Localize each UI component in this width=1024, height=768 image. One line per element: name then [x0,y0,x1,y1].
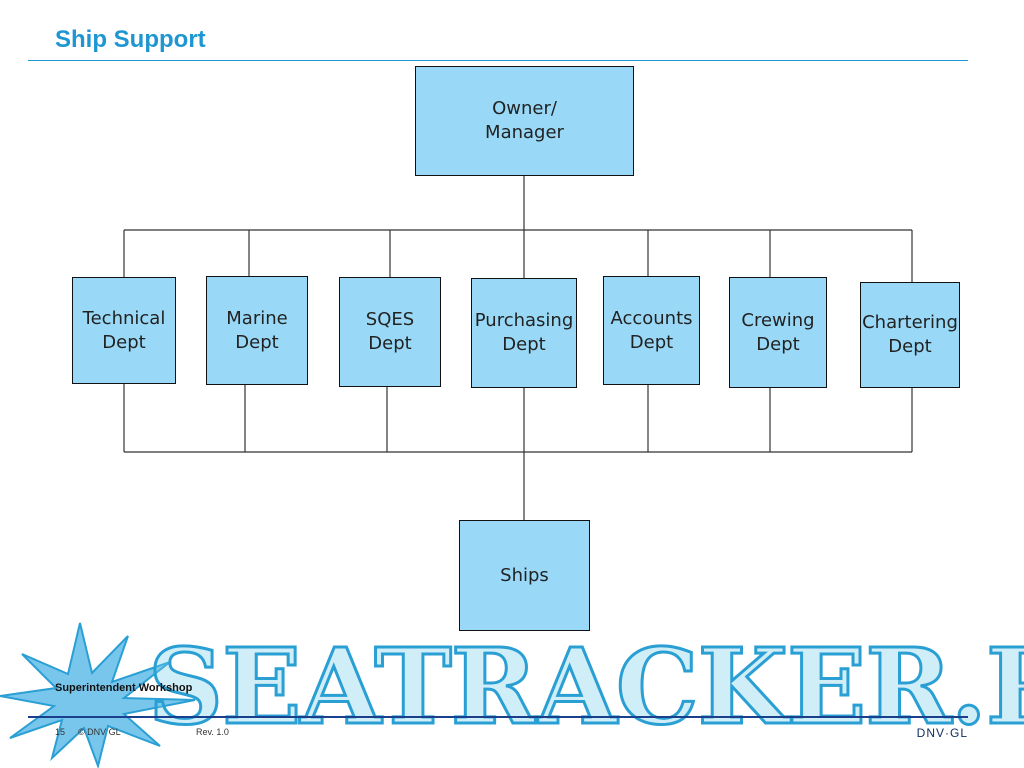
node-owner-manager: Owner/ Manager [415,66,634,176]
footer-page-number: 15 [55,727,66,737]
title-divider [28,60,968,61]
node-marine-dept: Marine Dept [206,276,308,385]
node-technical-dept: Technical Dept [72,277,176,384]
footer-workshop-title: Superintendent Workshop [55,682,193,694]
watermark-text: SEATRACKER.RU [146,625,1024,748]
node-chartering-dept: Chartering Dept [860,282,960,388]
page-title: Ship Support [55,26,206,53]
node-purchasing-dept: Purchasing Dept [471,278,577,388]
footer-copyright: © DNV GL [78,727,121,737]
node-crewing-dept: Crewing Dept [729,277,827,388]
footer-brand-logo: DNV·GL [916,726,968,740]
node-accounts-dept: Accounts Dept [603,276,700,385]
watermark-sunburst-icon [0,622,196,768]
node-sqes-dept: SQES Dept [339,277,441,387]
footer-revision: Rev. 1.0 [196,727,229,737]
node-ships: Ships [459,520,590,631]
footer-divider [28,716,968,718]
